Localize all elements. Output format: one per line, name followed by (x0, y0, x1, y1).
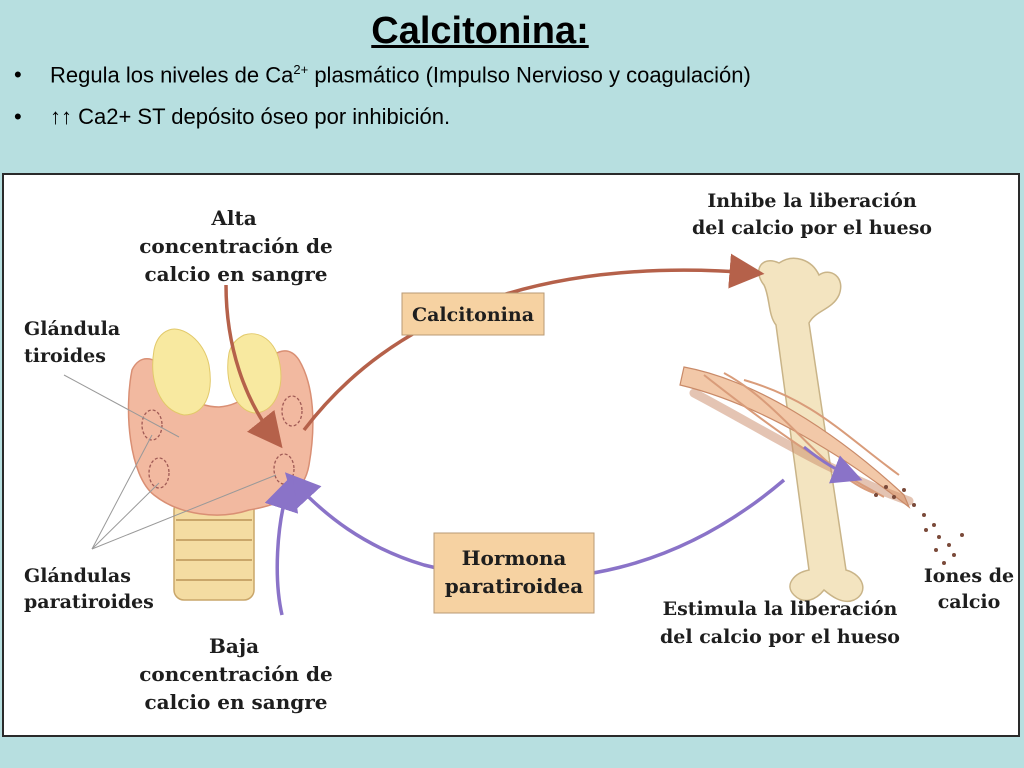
calcium-ions (874, 485, 964, 565)
glandulas-paratiroides-label-line-2: paratiroides (24, 591, 154, 613)
bullet-text: ↑↑ Ca2+ ST depósito óseo por inhibición. (50, 104, 451, 129)
iones-label-line-1: Iones de (924, 565, 1014, 587)
calcitonina-label: Calcitonina (412, 304, 534, 326)
glandula-tiroides-label-line-2: tiroides (24, 345, 106, 367)
calcitonina-label-box (401, 292, 545, 336)
bullet-marker: • (14, 62, 22, 88)
inhibe-label-line-2: del calcio por el hueso (692, 217, 932, 239)
alta-concentration-arrow (224, 284, 283, 449)
pointer-lines (63, 374, 277, 550)
bullet-marker: • (14, 104, 22, 129)
bullet-text-rest: plasmático (Impulso Nervioso y coagulaci… (308, 62, 751, 88)
trachea-illustration (173, 499, 255, 601)
baja-label-line-3: calcio en sangre (144, 690, 327, 714)
alta-label-line-1: Alta (210, 206, 256, 230)
alta-label-line-2: concentración de (139, 234, 333, 258)
estimula-label-line-1: Estimula la liberación (663, 598, 898, 620)
calcium-regulation-diagram: Calcitonina Hormona paratiroidea Alta co… (24, 190, 1014, 714)
glandulas-paratiroides-label-line-1: Glándulas (24, 565, 131, 587)
bullet-item: • ↑↑ Ca2+ ST depósito óseo por inhibició… (14, 104, 450, 130)
alta-label-line-3: calcio en sangre (144, 262, 327, 286)
glandula-tiroides-label-line-1: Glándula (24, 318, 120, 340)
bullet-text: Regula los niveles de Ca (50, 62, 294, 88)
diagram-frame: Calcitonina Hormona paratiroidea Alta co… (2, 173, 1020, 737)
bone-tissue-strands (679, 366, 914, 509)
thyroid-gland-illustration (127, 328, 314, 516)
iones-label-line-2: calcio (938, 591, 1001, 613)
hormona-label-line-2: paratiroidea (445, 574, 583, 598)
bullet-item: • Regula los niveles de Ca2+ plasmático … (14, 62, 751, 88)
bullet-superscript: 2+ (293, 62, 309, 77)
hormona-label-line-1: Hormona (462, 546, 567, 570)
estimula-label-line-2: del calcio por el hueso (660, 626, 900, 648)
baja-label-line-2: concentración de (139, 662, 333, 686)
hormona-label-box (433, 532, 595, 614)
inhibe-label-line-1: Inhibe la liberación (707, 190, 916, 212)
slide-title: Calcitonina: (371, 10, 589, 52)
baja-label-line-1: Baja (209, 634, 259, 658)
baja-concentration-arrow (264, 475, 299, 616)
bone-release-arrow (803, 445, 863, 484)
